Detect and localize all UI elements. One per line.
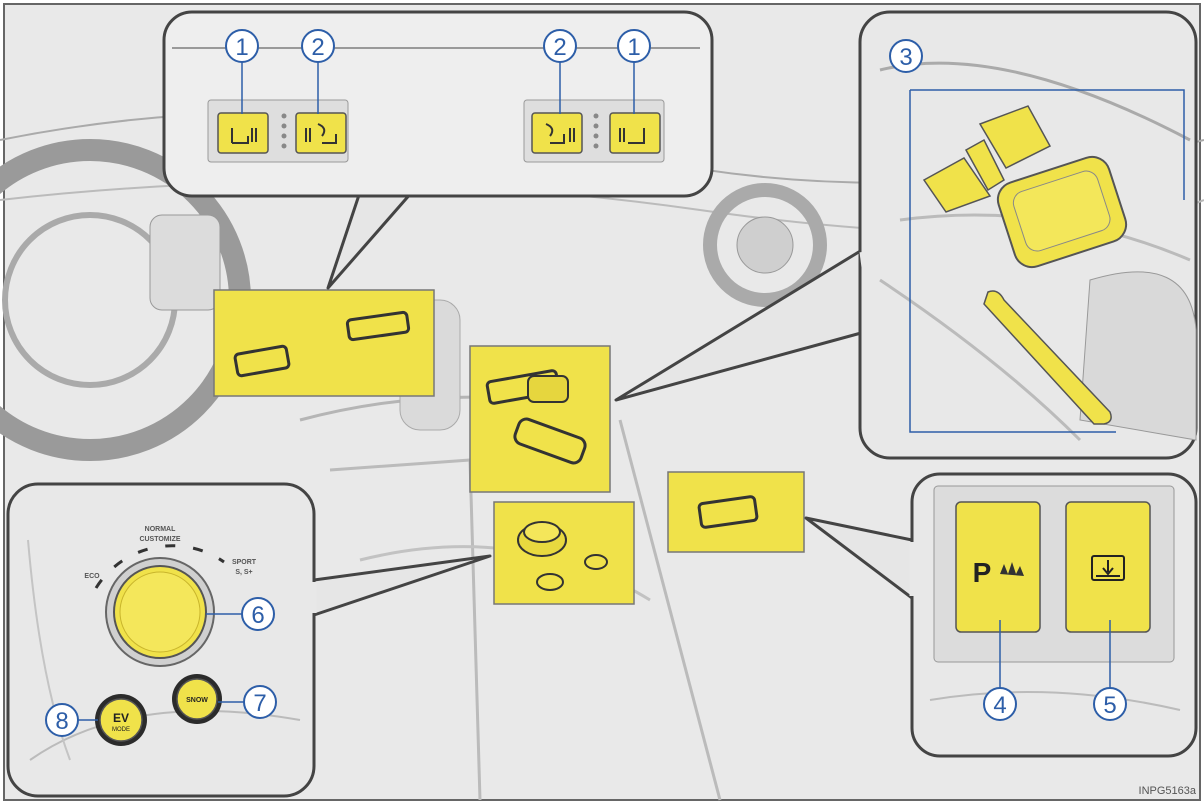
drive-mode-dial[interactable] — [105, 557, 215, 667]
locator-console-switches — [469, 345, 611, 493]
svg-text:2: 2 — [311, 34, 324, 61]
console-switch-right[interactable] — [978, 105, 1052, 169]
svg-text:5: 5 — [1103, 692, 1116, 719]
bracket-line — [909, 90, 1116, 433]
seat-heater-icon — [231, 128, 257, 144]
bracket-line — [910, 89, 1185, 200]
svg-text:S, S+: S, S+ — [235, 569, 252, 576]
callout-pointers — [312, 190, 914, 617]
callout-1-right: 1 — [617, 29, 651, 63]
parking-assist-icon: P — [973, 557, 1024, 588]
svg-text:7: 7 — [253, 690, 266, 717]
console-slim-switch[interactable] — [983, 290, 1112, 425]
svg-text:NORMAL: NORMAL — [145, 526, 176, 533]
seat-ventilation-icon — [305, 123, 337, 144]
ev-mode-button[interactable]: EV MODE — [95, 694, 147, 746]
console-switch-left[interactable] — [922, 157, 992, 213]
svg-text:4: 4 — [993, 692, 1006, 719]
callout-3: 3 — [889, 39, 923, 73]
svg-text:6: 6 — [251, 602, 264, 629]
svg-text:P: P — [973, 557, 992, 588]
seat-ventilation-icon — [545, 123, 575, 144]
sunshade-icon — [1091, 555, 1125, 581]
callout-5: 5 — [1093, 687, 1127, 721]
svg-text:MODE: MODE — [112, 727, 130, 733]
callout-7: 7 — [243, 685, 277, 719]
svg-text:2: 2 — [553, 34, 566, 61]
sunshade-button[interactable] — [1065, 501, 1151, 633]
seat-heater-button-right[interactable] — [609, 112, 661, 154]
locator-drive-mode-dial — [493, 501, 635, 605]
svg-text:1: 1 — [627, 34, 640, 61]
seat-ventilation-button-left[interactable] — [295, 112, 347, 154]
svg-text:ECO: ECO — [84, 573, 100, 580]
svg-text:EV: EV — [113, 711, 129, 725]
console-large-switch[interactable] — [993, 152, 1131, 272]
image-code: INPG5163a — [1139, 785, 1197, 797]
callout-2-left: 2 — [301, 29, 335, 63]
seat-switch-panel: 1 2 2 1 — [162, 10, 714, 198]
svg-text:CUSTOMIZE: CUSTOMIZE — [139, 536, 180, 543]
seat-heater-button-left[interactable] — [217, 112, 269, 154]
callout-4: 4 — [983, 687, 1017, 721]
console-switch-center[interactable] — [964, 138, 1005, 192]
drive-mode-panel: NORMAL CUSTOMIZE ECO SPORT S, S+ EV MODE… — [6, 482, 317, 798]
svg-text:1: 1 — [235, 34, 248, 61]
callout-6: 6 — [241, 597, 275, 631]
svg-text:3: 3 — [899, 44, 912, 71]
svg-text:SNOW: SNOW — [186, 697, 208, 704]
callout-2-right: 2 — [543, 29, 577, 63]
seat-ventilation-button-right[interactable] — [531, 112, 583, 154]
callout-8: 8 — [45, 703, 79, 737]
svg-text:SPORT: SPORT — [232, 559, 257, 566]
svg-text:8: 8 — [55, 708, 68, 735]
locator-seat-switches — [213, 289, 435, 397]
parking-switch-panel: P 4 5 — [909, 472, 1198, 758]
snow-mode-button[interactable]: SNOW — [172, 674, 222, 724]
seat-heater-icon — [619, 128, 645, 144]
console-switch-panel: 3 — [858, 10, 1198, 460]
callout-1-left: 1 — [225, 29, 259, 63]
parking-assist-button[interactable]: P — [955, 501, 1041, 633]
locator-center-switches — [667, 471, 805, 553]
